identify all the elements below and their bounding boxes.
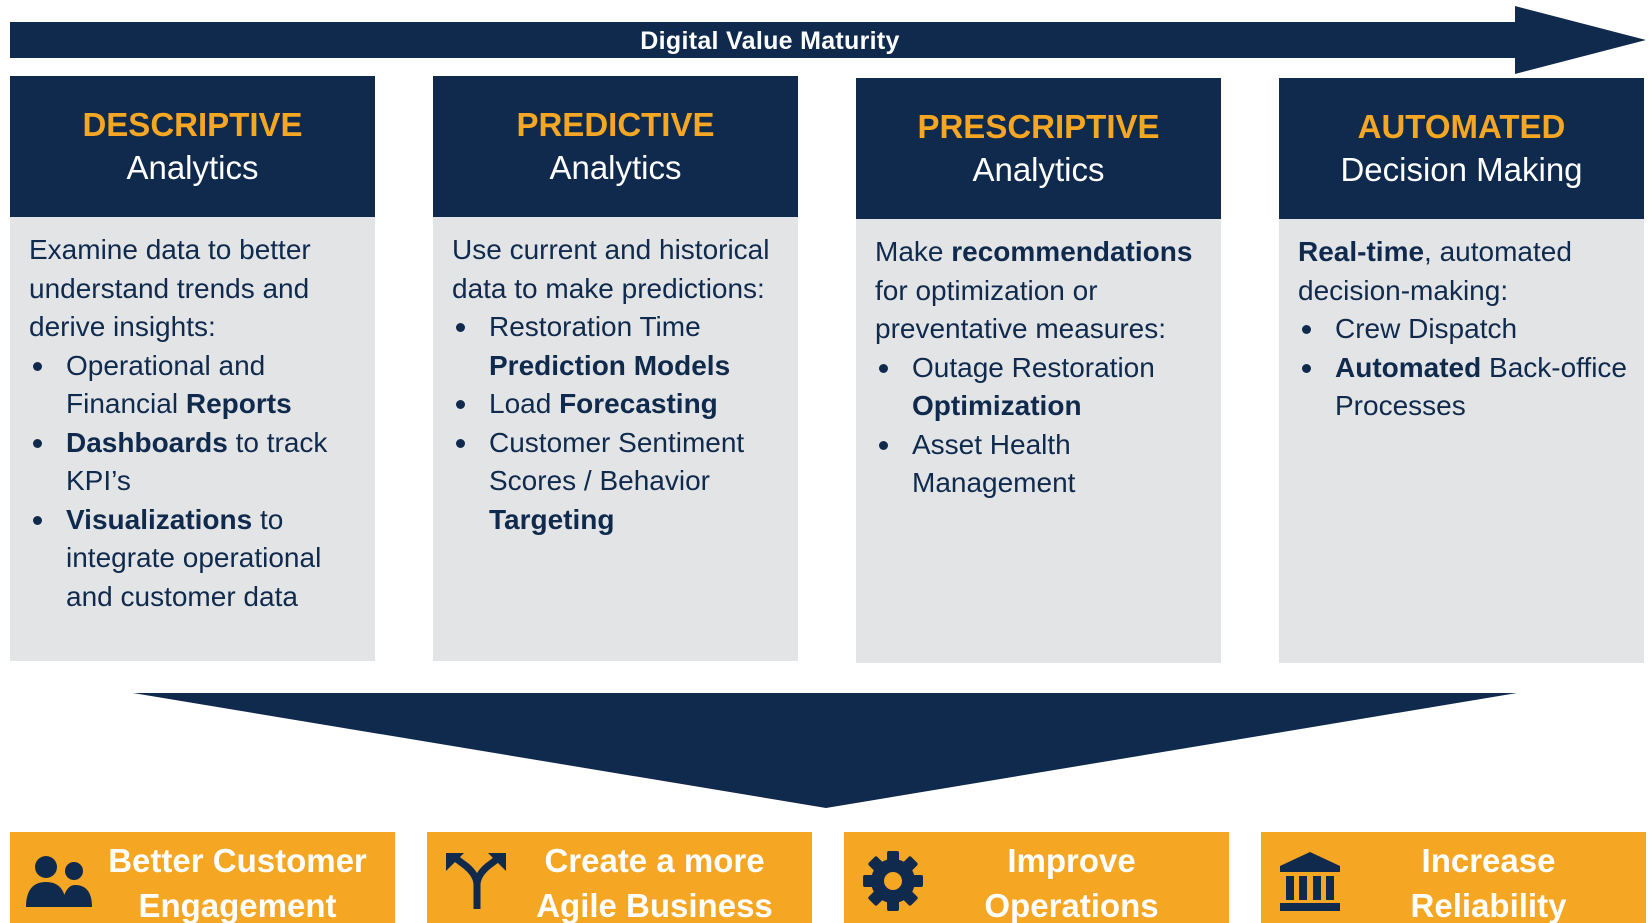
emphasis-text: Forecasting — [559, 388, 718, 419]
body-text: to integrate operational and customer da… — [66, 503, 322, 612]
stage-header: AUTOMATED Decision Making — [1279, 78, 1644, 219]
stage-body: Examine data to better understand trends… — [10, 217, 375, 661]
funnel-arrow — [133, 693, 1517, 808]
maturity-arrow — [10, 6, 1646, 74]
body-text: Crew Dispatch — [1335, 313, 1518, 344]
stage-title: PRESCRIPTIVE — [917, 107, 1160, 145]
stage-subtitle: Analytics — [126, 148, 259, 186]
body-text: Asset Health Management — [912, 428, 1076, 499]
stage-intro: Examine data to better understand trends… — [29, 234, 311, 342]
stage-intro: Make recommendations for optimization or… — [875, 233, 1207, 349]
outcome-improve-operations: Improve Operations — [844, 832, 1229, 923]
emphasis-text: recommendations — [951, 236, 1193, 267]
stage-title: DESCRIPTIVE — [82, 105, 303, 143]
outcome-increase-reliability: Increase Reliability — [1261, 832, 1646, 923]
stage-intro: Real-time, automated decision-making: — [1298, 233, 1630, 310]
stage-header: DESCRIPTIVE Analytics — [10, 76, 375, 217]
emphasis-text: Visualizations — [66, 503, 253, 535]
emphasis-text: Targeting — [489, 503, 615, 535]
emphasis-text: Automated — [1335, 351, 1482, 383]
bullet-item: Operational and Financial Reports — [29, 347, 361, 424]
bullet-item: Restoration Time Prediction Models — [452, 308, 784, 385]
stage-descriptive: DESCRIPTIVE Analytics Examine data to be… — [10, 76, 375, 661]
stage-subtitle: Analytics — [549, 148, 682, 186]
bullet-item: Customer Sentiment Scores / Behavior Tar… — [452, 424, 784, 540]
body-text: Operational and Financial — [66, 349, 266, 420]
bullet-item: Dashboards to track KPI’s — [29, 424, 361, 501]
bullet-item: Load Forecasting — [452, 385, 784, 424]
outcome-label: Create a more Agile Business — [536, 842, 773, 923]
body-text: Load — [489, 388, 560, 419]
body-text: for optimization or preventative measure… — [875, 274, 1167, 345]
stage-header: PREDICTIVE Analytics — [433, 76, 798, 217]
bullet-item: Crew Dispatch — [1298, 310, 1630, 349]
stage-automated: AUTOMATED Decision Making Real-time, aut… — [1279, 78, 1644, 663]
bullet-item: Asset Health Management — [875, 426, 1207, 503]
maturity-label: Digital Value Maturity — [640, 26, 900, 55]
outcome-label: Better Customer Engagement — [108, 842, 367, 923]
people-icon — [22, 846, 96, 916]
bullet-item: Outage Restoration Optimization — [875, 349, 1207, 426]
gear-icon — [856, 846, 930, 916]
stage-body: Use current and historical data to make … — [433, 217, 798, 661]
body-text: Back-office Processes — [1335, 351, 1628, 422]
bank-icon — [1273, 846, 1347, 916]
stage-predictive: PREDICTIVE Analytics Use current and his… — [433, 76, 798, 661]
emphasis-text: Prediction Models — [489, 349, 731, 381]
stage-title: PREDICTIVE — [516, 105, 715, 143]
stage-header: PRESCRIPTIVE Analytics — [856, 78, 1221, 219]
stage-body: Real-time, automated decision-making: Cr… — [1279, 219, 1644, 663]
emphasis-text: Optimization — [912, 390, 1082, 421]
body-text: Outage Restoration — [912, 351, 1155, 383]
emphasis-text: Real-time — [1298, 236, 1425, 267]
outcome-agile-business: Create a more Agile Business — [427, 832, 812, 923]
split-arrow-icon — [439, 846, 513, 916]
stage-subtitle: Analytics — [972, 150, 1105, 188]
stage-prescriptive: PRESCRIPTIVE Analytics Make recommendati… — [856, 78, 1221, 663]
stage-title: AUTOMATED — [1357, 107, 1566, 145]
emphasis-text: Dashboards — [66, 426, 228, 458]
outcome-customer-engagement: Better Customer Engagement — [10, 832, 395, 923]
stage-body: Make recommendations for optimization or… — [856, 219, 1221, 663]
bullet-item: Visualizations to integrate operational … — [29, 501, 361, 617]
body-text: Make — [875, 236, 952, 267]
body-text: Customer Sentiment Scores / Behavior — [489, 426, 745, 497]
outcome-label: Increase Reliability — [1410, 842, 1567, 923]
body-text: to track KPI’s — [66, 426, 328, 497]
stage-subtitle: Decision Making — [1340, 150, 1583, 188]
stage-intro: Use current and historical data to make … — [452, 234, 770, 304]
bullet-item: Automated Back-office Processes — [1298, 349, 1630, 426]
body-text: Restoration Time — [489, 311, 701, 342]
emphasis-text: Reports — [185, 388, 292, 419]
body-text: , automated decision-making: — [1298, 236, 1572, 306]
outcome-label: Improve Operations — [984, 842, 1159, 923]
